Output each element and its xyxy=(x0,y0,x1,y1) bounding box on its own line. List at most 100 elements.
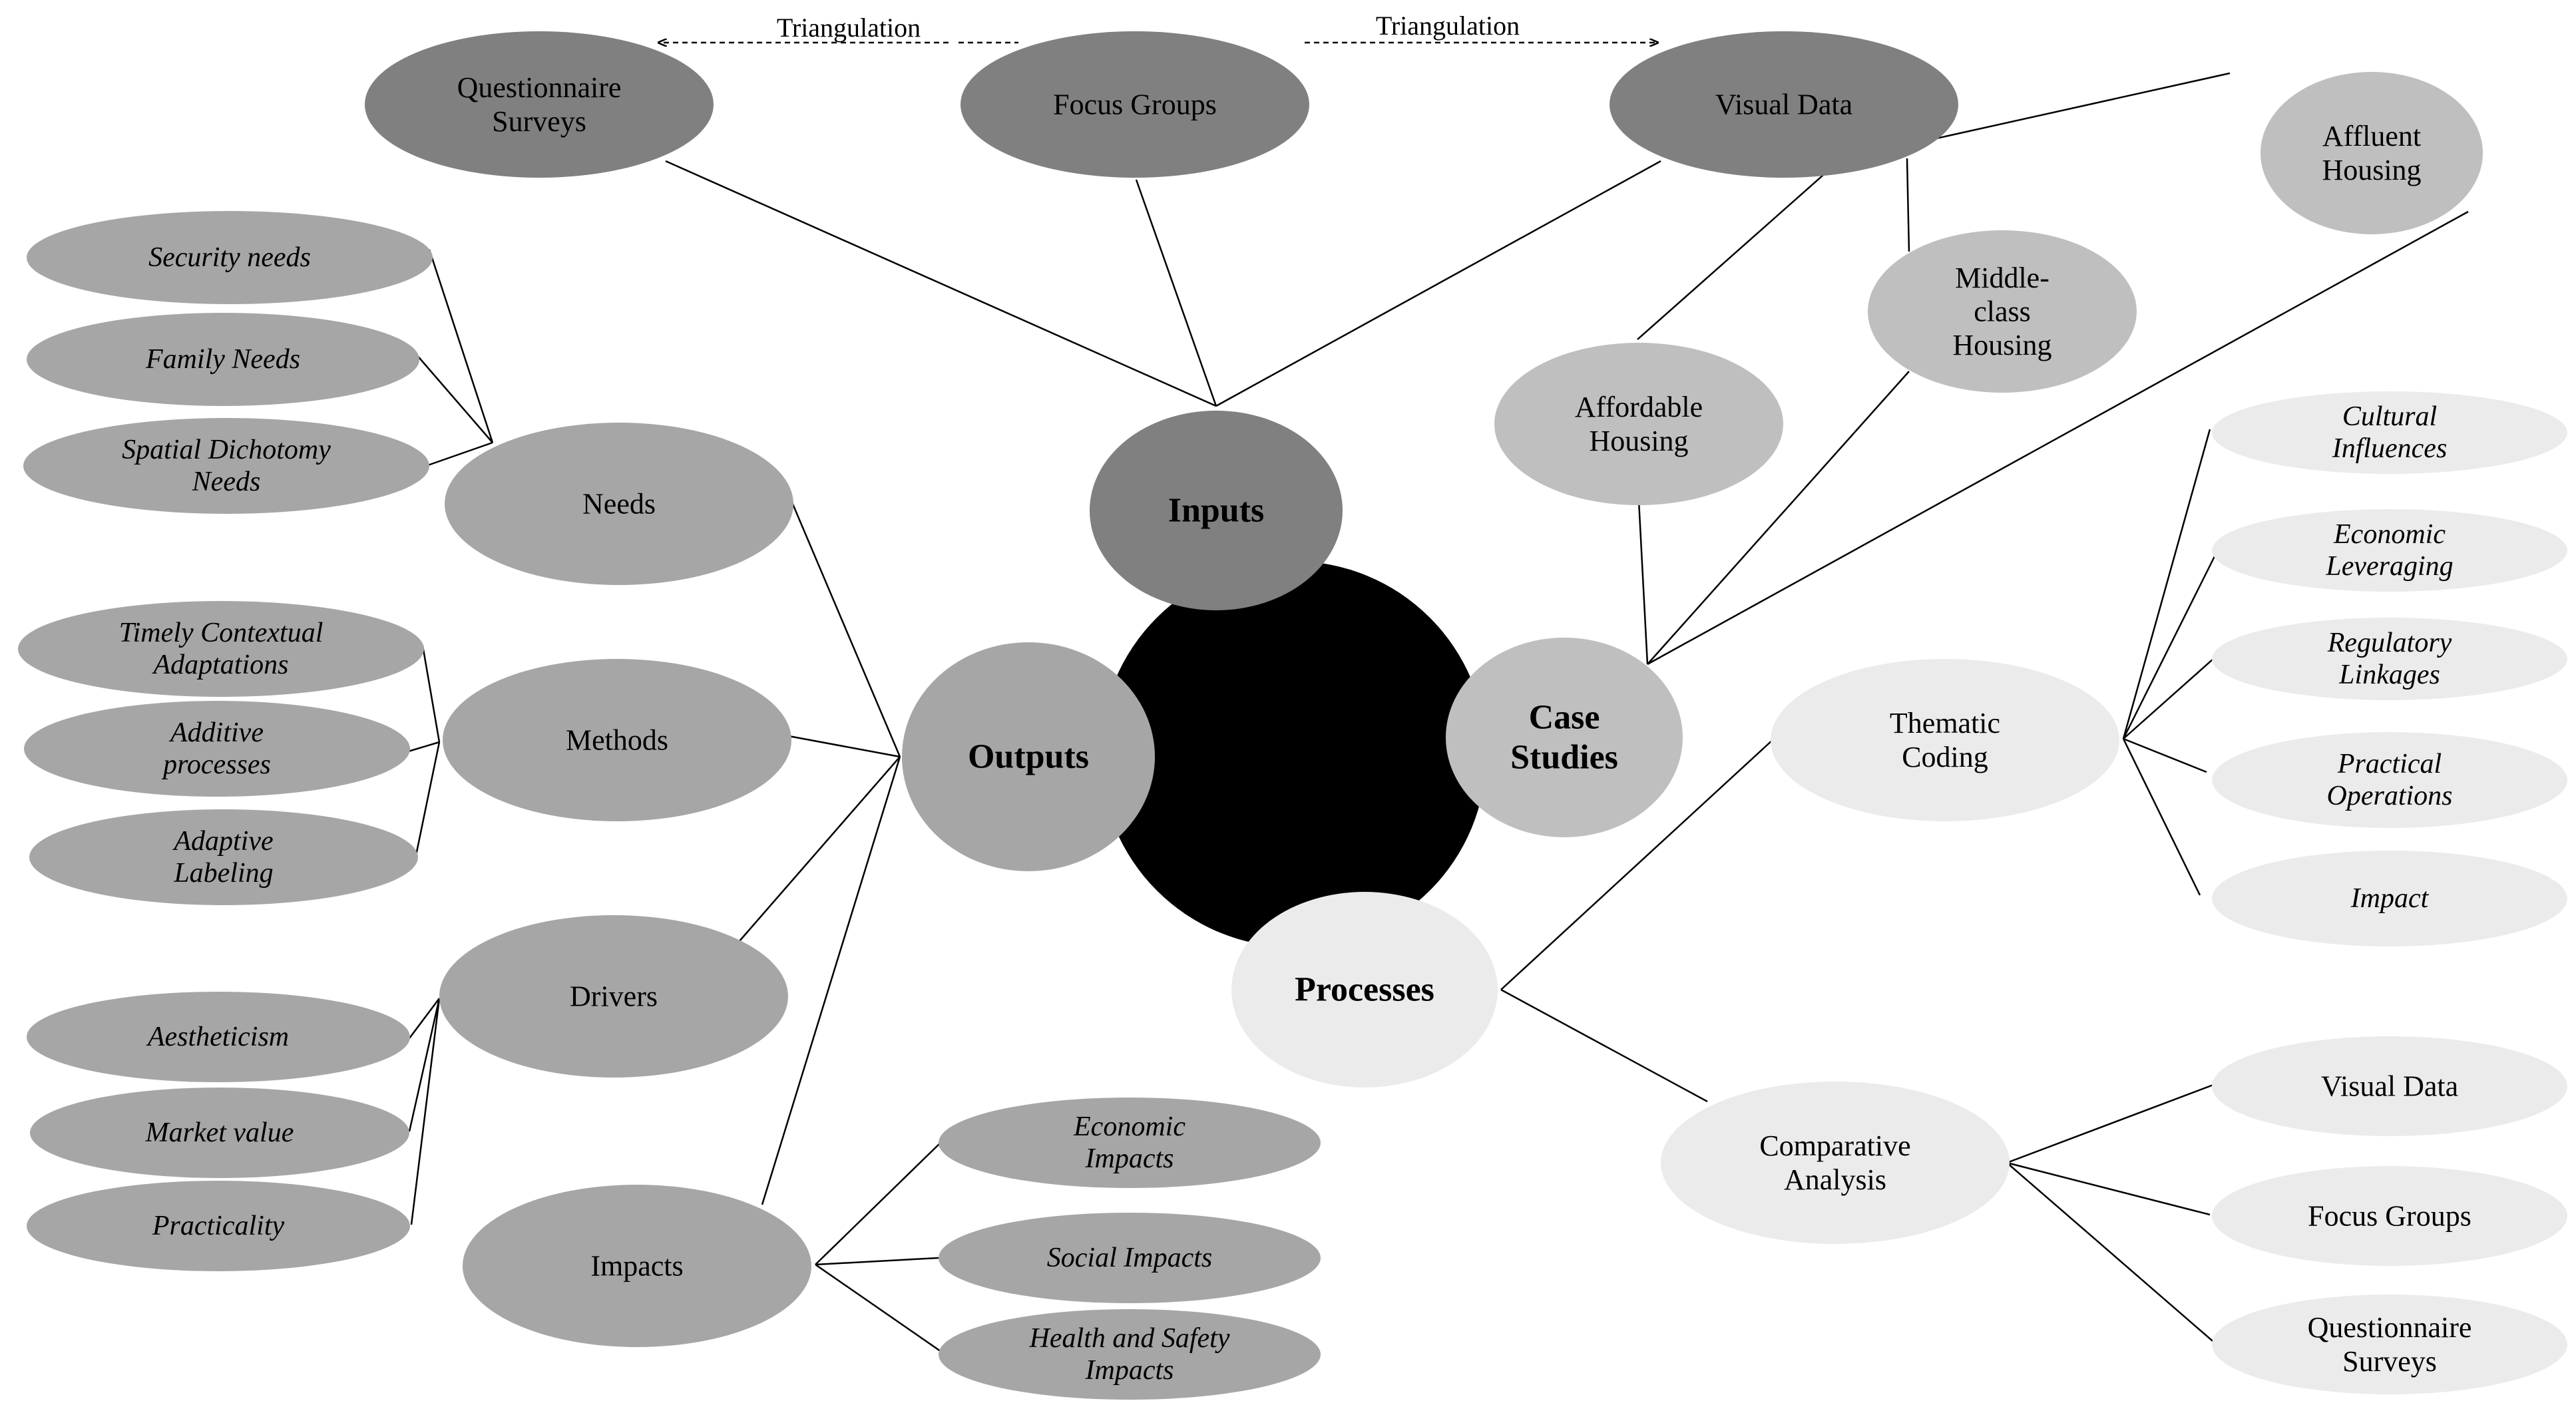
middle-class-housing-node-label: class xyxy=(1974,296,2031,328)
impacts-item-social-shape xyxy=(939,1213,1321,1303)
thematic-item-economic-label: Leveraging xyxy=(2325,551,2453,582)
edge-drivers-2 xyxy=(408,998,441,1132)
edge-drivers-1 xyxy=(409,998,440,1039)
edge-outputs-methods xyxy=(785,734,901,758)
needs-item-security: Security needs xyxy=(27,211,433,304)
impacts-item-social: Social Impacts xyxy=(939,1213,1321,1303)
inputs-hub: Inputs xyxy=(1090,411,1343,610)
impacts-item-health-label: Health and Safety xyxy=(1029,1323,1230,1354)
processes-hub-label: Processes xyxy=(1295,971,1434,1009)
drivers-item-practicality-shape xyxy=(27,1181,410,1271)
edge-thematic-2 xyxy=(2122,552,2218,739)
impacts-item-social-label: Social Impacts xyxy=(1047,1243,1212,1273)
focus-groups-node-shape xyxy=(961,31,1309,178)
case-studies-hub-label: Case xyxy=(1529,699,1600,737)
edge-impacts-1 xyxy=(815,1141,943,1265)
methods-item-timely-label: Timely Contextual xyxy=(119,618,323,648)
methods-item-adaptive-label: Adaptive xyxy=(172,826,273,857)
affordable-housing-node-shape xyxy=(1494,343,1783,505)
edge-case-affluent xyxy=(1647,210,2469,666)
processes-hub: Processes xyxy=(1231,892,1498,1088)
edge-inputs-questionnaire xyxy=(665,160,1217,407)
questionnaire-surveys-node-label: Questionnaire xyxy=(457,71,622,104)
middle-class-housing-node-shape xyxy=(1868,230,2137,393)
triangulation-label-left: Triangulation xyxy=(777,13,921,43)
outputs-hub: Outputs xyxy=(902,642,1155,871)
center-node-label: Diagram xyxy=(1214,781,1373,831)
drivers-item-aestheticism: Aestheticism xyxy=(27,992,410,1082)
methods-node-shape xyxy=(443,659,791,821)
comparative-item-questionnaire-label: Questionnaire xyxy=(2308,1311,2472,1344)
affordable-housing-node-label: Affordable xyxy=(1575,391,1703,423)
affluent-housing-node-shape xyxy=(2260,72,2483,234)
triangulation-label-right: Triangulation xyxy=(1376,11,1520,41)
edge-impacts-2 xyxy=(815,1257,939,1266)
impacts-item-economic-shape xyxy=(939,1098,1321,1188)
questionnaire-surveys-node-shape xyxy=(365,31,714,178)
thematic-item-impact: Impact xyxy=(2212,851,2567,946)
needs-item-spatial-label: Needs xyxy=(192,467,261,497)
methods-item-timely-shape xyxy=(18,601,424,697)
questionnaire-surveys-node-label: Surveys xyxy=(492,105,586,138)
needs-item-family-shape xyxy=(27,313,419,406)
drivers-item-practicality-label: Practicality xyxy=(152,1211,285,1241)
edge-needs-2 xyxy=(415,353,493,443)
impacts-item-health-label: Impacts xyxy=(1085,1355,1174,1386)
impacts-item-economic-label: Economic xyxy=(1073,1111,1185,1142)
visual-data-node-shape xyxy=(1610,31,1958,178)
visual-data-node-label: Visual Data xyxy=(1715,89,1852,121)
edge-methods-2 xyxy=(405,741,440,753)
drivers-item-market-label: Market value xyxy=(145,1117,294,1148)
needs-item-spatial-shape xyxy=(23,418,429,514)
needs-item-family-label: Family Needs xyxy=(145,344,300,375)
edge-visual-middle xyxy=(1906,158,1910,252)
edge-processes-thematic xyxy=(1500,738,1775,990)
edge-visual-branch xyxy=(1637,159,1841,340)
thematic-coding-node-label: Coding xyxy=(1902,741,1988,773)
edge-thematic-3 xyxy=(2123,658,2214,739)
methods-item-adaptive-label: Labeling xyxy=(173,858,273,889)
middle-class-housing-node-label: Middle- xyxy=(1955,262,2049,294)
thematic-coding-node-label: Thematic xyxy=(1890,707,2000,739)
thematic-item-regulatory-label: Linkages xyxy=(2338,660,2440,690)
drivers-node-label: Drivers xyxy=(570,980,658,1013)
thematic-item-economic-shape xyxy=(2212,509,2567,592)
edge-needs-3 xyxy=(425,441,493,467)
inputs-hub-shape xyxy=(1090,411,1343,610)
comparative-item-visual-shape xyxy=(2212,1036,2567,1136)
edge-inputs-visual xyxy=(1215,160,1661,407)
affluent-housing-node-label: Affluent xyxy=(2322,120,2421,152)
focus-groups-node: Focus Groups xyxy=(961,31,1309,178)
impacts-item-health-shape xyxy=(939,1309,1321,1400)
comparative-item-visual-label: Visual Data xyxy=(2321,1070,2458,1103)
needs-item-security-label: Security needs xyxy=(148,242,311,273)
center-node-label: Conceptual xyxy=(1190,677,1396,727)
comparative-analysis-node-label: Analysis xyxy=(1784,1163,1886,1196)
needs-item-family: Family Needs xyxy=(27,313,419,406)
edge-outputs-impacts xyxy=(761,756,901,1205)
edge-drivers-3 xyxy=(410,998,441,1225)
edge-needs-1 xyxy=(428,249,494,443)
thematic-item-impact-label: Impact xyxy=(2350,883,2430,914)
diagram-nodes: ConceptualFrameworkDiagramQuestionnaireS… xyxy=(18,31,2567,1400)
comparative-analysis-node-label: Comparative xyxy=(1759,1129,1910,1162)
impacts-item-economic-label: Impacts xyxy=(1085,1143,1174,1174)
edge-thematic-5 xyxy=(2122,738,2201,896)
edge-case-affordable xyxy=(1637,500,1649,665)
thematic-item-regulatory-label: Regulatory xyxy=(2327,628,2452,658)
thematic-item-impact-shape xyxy=(2212,851,2567,946)
comparative-item-focus: Focus Groups xyxy=(2212,1166,2567,1266)
drivers-item-practicality: Practicality xyxy=(27,1181,410,1271)
affluent-housing-node-label: Housing xyxy=(2322,154,2421,186)
impacts-node-label: Impacts xyxy=(590,1250,683,1283)
